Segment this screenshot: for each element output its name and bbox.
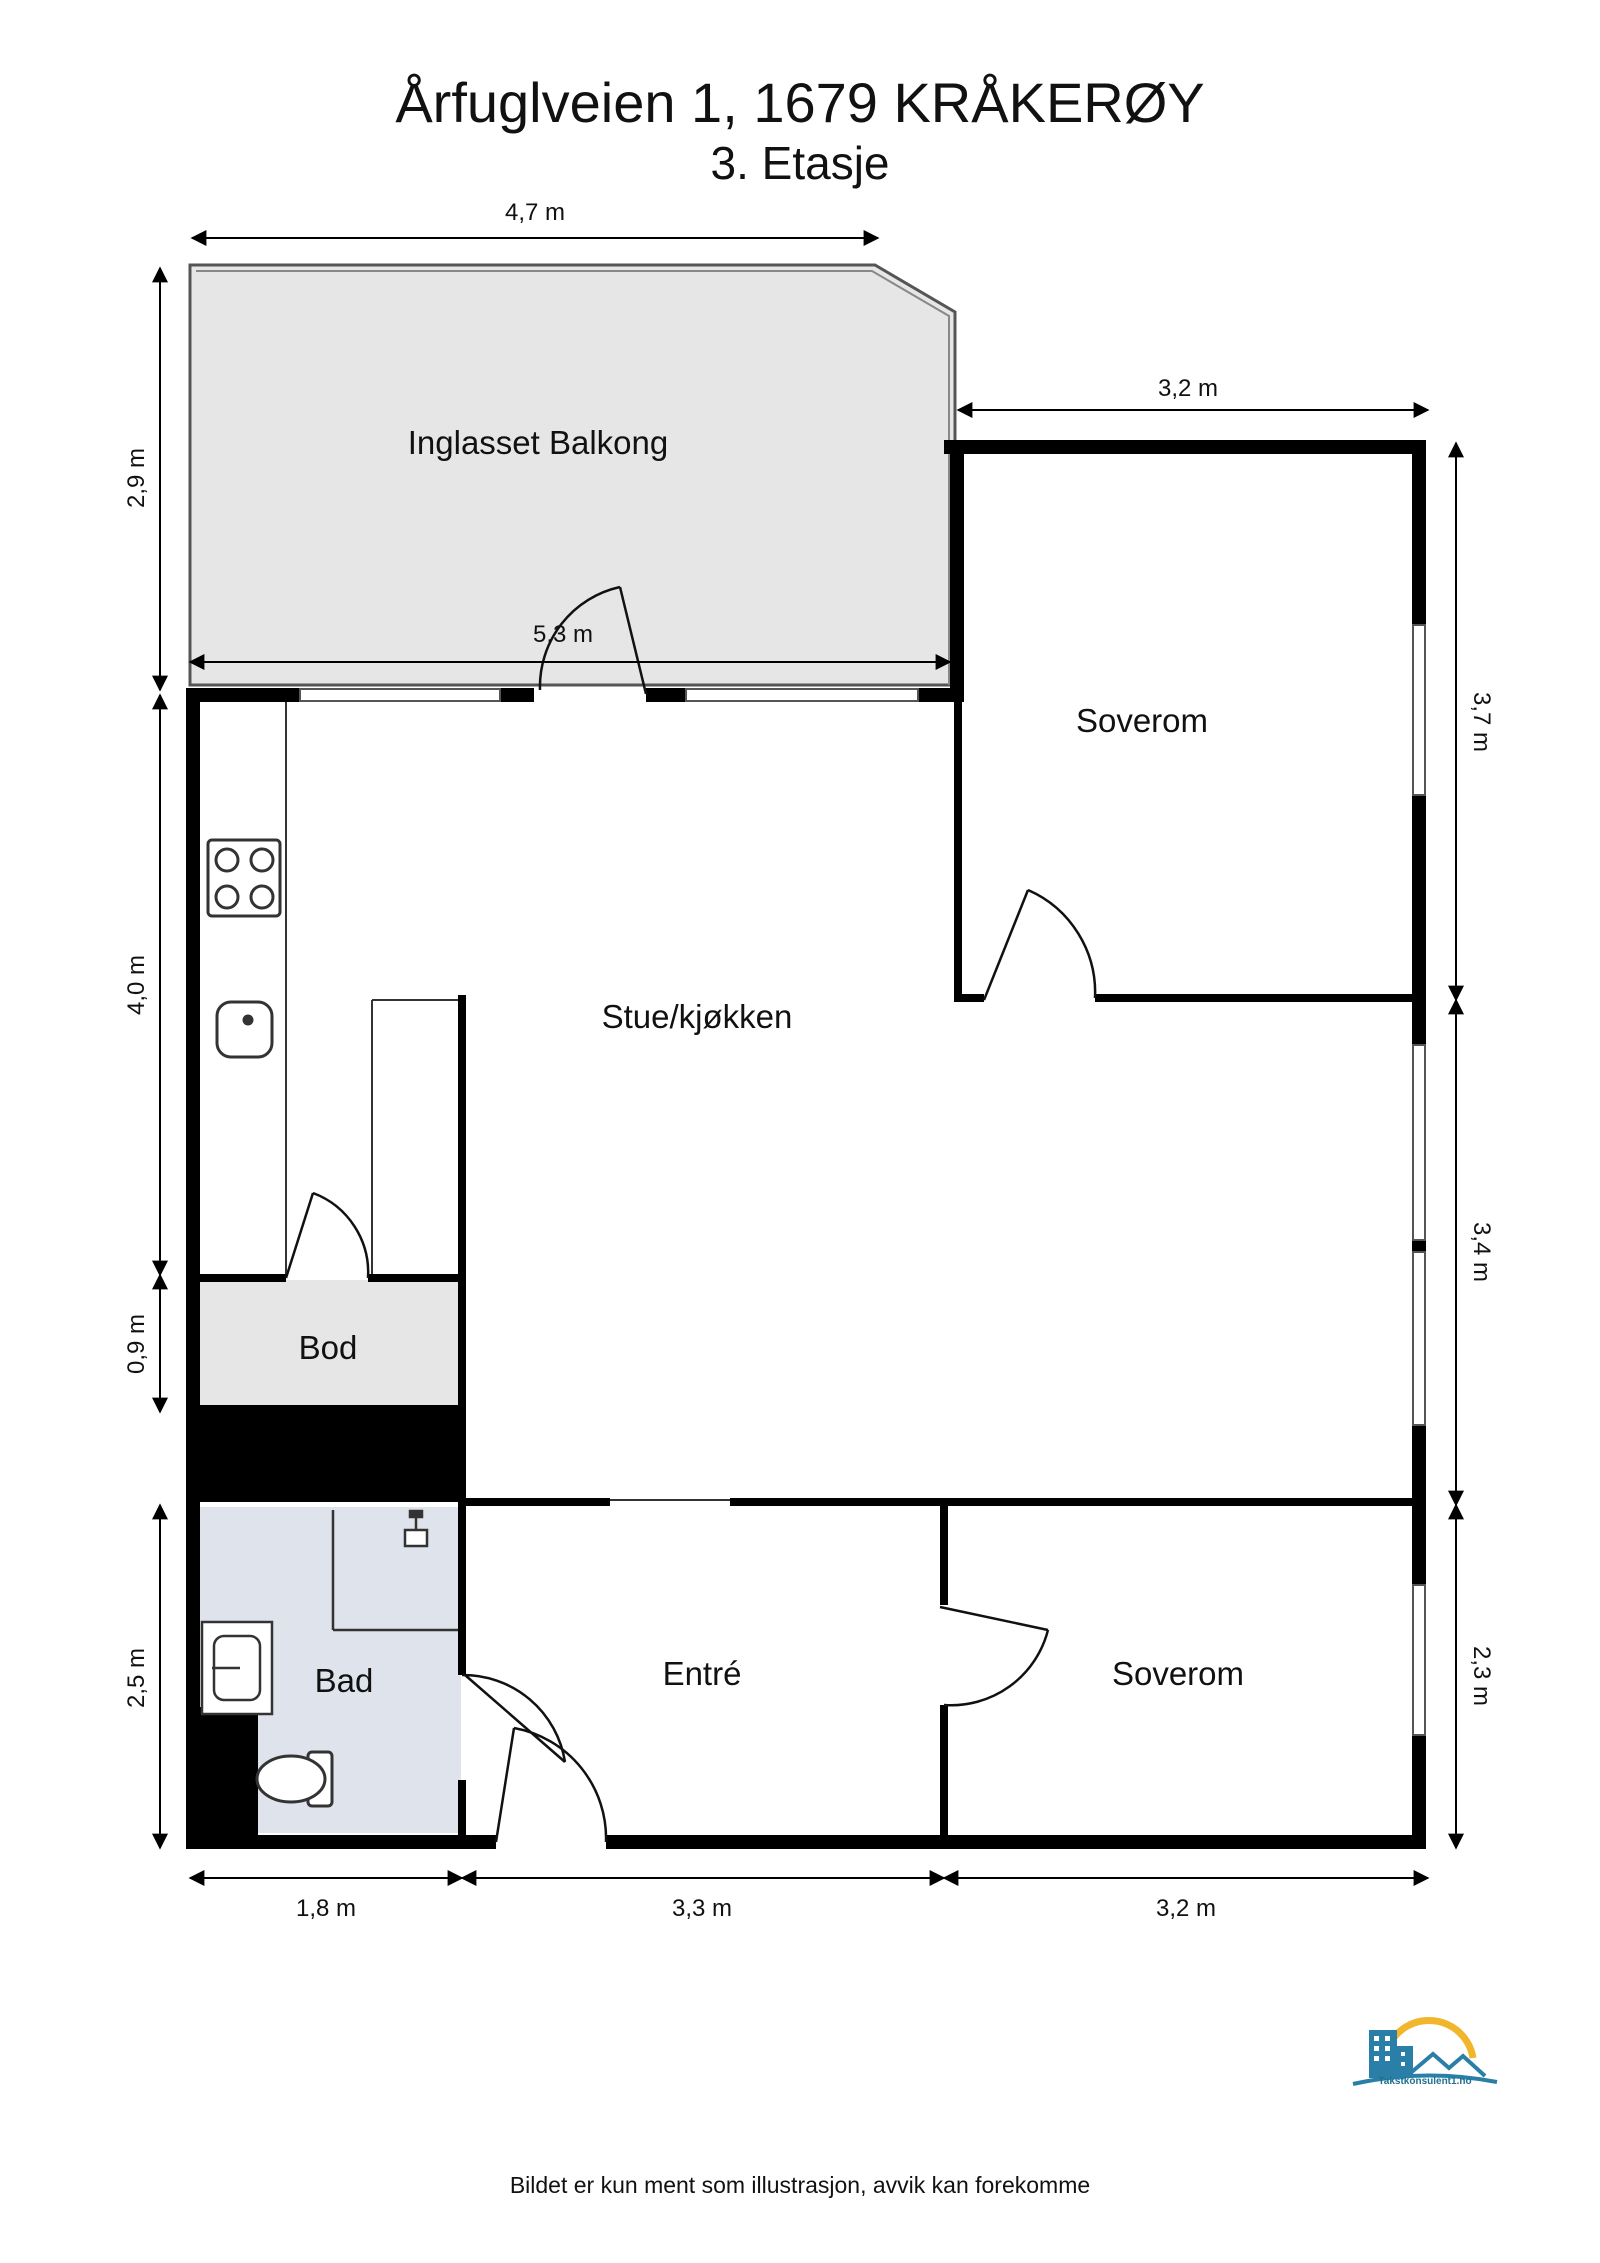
cooktop-icon (206, 838, 282, 918)
shaft-block (196, 1410, 466, 1502)
windows (299, 624, 1426, 1736)
kitchen-counter (285, 702, 730, 1501)
storage-area (196, 1280, 461, 1410)
dim-balcony-width: 4,7 m (505, 199, 565, 226)
dim-bedroom-top-width: 3,2 m (1158, 375, 1218, 402)
floor-subtitle: 3. Etasje (710, 137, 890, 189)
dim-bedroom-bottom-height: 2,3 m (1468, 1646, 1495, 1706)
room-label-bathroom: Bad (315, 1662, 374, 1699)
shower-icon (331, 1509, 458, 1632)
dim-bath-height: 2,5 m (123, 1648, 150, 1708)
dim-bottom-right: 3,2 m (1156, 1895, 1216, 1922)
doors (284, 585, 1097, 1843)
dimension-lines (152, 230, 1464, 1886)
dim-kitchen-height: 4,0 m (123, 955, 150, 1015)
dim-bedroom-top-height: 3,7 m (1468, 692, 1495, 752)
dim-storage-height: 0,9 m (123, 1314, 150, 1374)
interior-walls (196, 700, 1414, 1837)
dim-bottom-left: 1,8 m (296, 1895, 356, 1922)
plan-title: Årfuglveien 1, 1679 KRÅKERØY (395, 71, 1205, 134)
room-label-living-kitchen: Stue/kjøkken (602, 998, 793, 1035)
washbasin-icon (200, 1620, 274, 1716)
disclaimer: Bildet er kun ment som illustrasjon, avv… (509, 2172, 1091, 2198)
dim-bottom-middle: 3,3 m (672, 1895, 732, 1922)
dim-balcony-inner-width: 5,3 m (533, 621, 593, 648)
logo-text: Takstkonsulent1.no (1378, 2076, 1472, 2087)
room-label-balcony: Inglasset Balkong (408, 424, 669, 461)
outer-walls (186, 440, 1426, 1849)
bath-dark-block (196, 1707, 258, 1837)
takstkonsulent-logo-icon (1352, 2016, 1498, 2086)
room-label-bedroom-bottom: Soverom (1112, 1655, 1244, 1692)
toilet-icon (255, 1750, 334, 1808)
room-label-entrance: Entré (663, 1655, 742, 1692)
dim-right-middle-height: 3,4 m (1468, 1222, 1495, 1282)
dim-balcony-height: 2,9 m (123, 448, 150, 508)
room-label-bedroom-top: Soverom (1076, 702, 1208, 739)
kitchen-sink-icon (215, 1000, 274, 1059)
room-label-storage: Bod (299, 1329, 358, 1366)
